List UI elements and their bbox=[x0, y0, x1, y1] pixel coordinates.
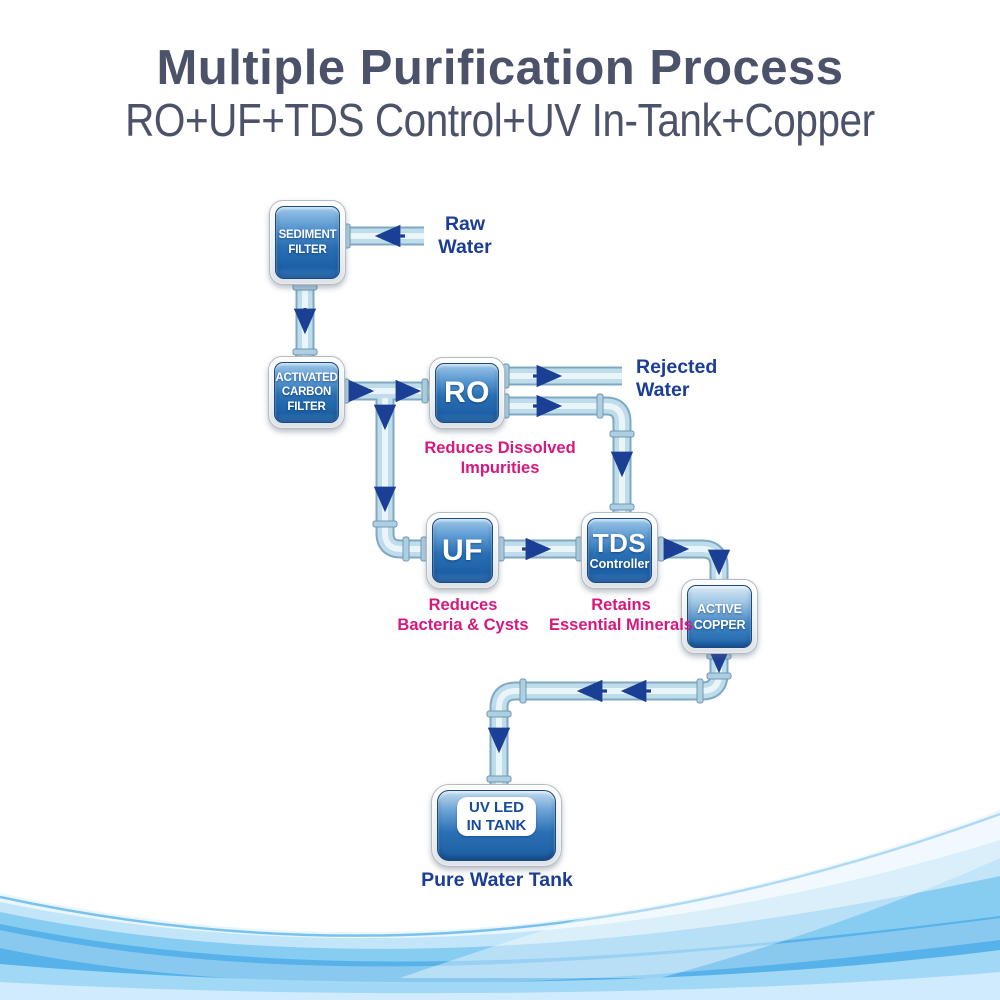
label-rejected-water: Rejected Water bbox=[636, 356, 718, 401]
node-ro: RO bbox=[429, 357, 505, 429]
node-uf: UF bbox=[426, 512, 499, 589]
node-tds-controller: TDS Controller bbox=[581, 512, 658, 589]
bottom-wave bbox=[0, 810, 1000, 1000]
page-title: Multiple Purification Process bbox=[156, 41, 844, 95]
node-uf-label: UF bbox=[432, 518, 493, 583]
node-uv-led-tank-inner: UV LED IN TANK bbox=[437, 790, 556, 861]
caption-tds: Retains Essential Minerals bbox=[549, 596, 693, 634]
label-raw-water: Raw Water bbox=[438, 213, 492, 258]
pipes bbox=[295, 226, 729, 785]
node-tds-controller-inner: TDS Controller bbox=[587, 518, 652, 583]
page-subtitle-text: RO+UF+TDS Control+UV In-Tank+Copper bbox=[125, 93, 875, 146]
node-uv-led-tank-label: UV LED IN TANK bbox=[456, 797, 537, 836]
flow-arrows bbox=[293, 224, 731, 754]
node-activated-carbon-filter-label: ACTIVATED CARBON FILTER bbox=[274, 362, 339, 423]
caption-uf: Reduces Bacteria & Cysts bbox=[397, 596, 529, 634]
node-activated-carbon-filter: ACTIVATED CARBON FILTER bbox=[268, 356, 345, 429]
page-subtitle: RO+UF+TDS Control+UV In-Tank+Copper bbox=[0, 97, 1000, 143]
node-active-copper-label: ACTIVE COPPER bbox=[687, 585, 752, 648]
node-uv-led-tank: UV LED IN TANK bbox=[431, 784, 562, 867]
node-tds-sublabel: Controller bbox=[589, 556, 650, 571]
node-ro-label: RO bbox=[435, 363, 499, 423]
node-sediment-filter: SEDIMENT FILTER bbox=[269, 200, 346, 285]
node-sediment-filter-label: SEDIMENT FILTER bbox=[275, 206, 340, 279]
node-tds-label: TDS bbox=[592, 527, 647, 558]
node-active-copper: ACTIVE COPPER bbox=[681, 579, 758, 654]
header: Multiple Purification Process RO+UF+TDS … bbox=[0, 42, 1000, 143]
label-pure-water-tank: Pure Water Tank bbox=[421, 869, 573, 891]
caption-ro: Reduces Dissolved Impurities bbox=[424, 439, 576, 477]
